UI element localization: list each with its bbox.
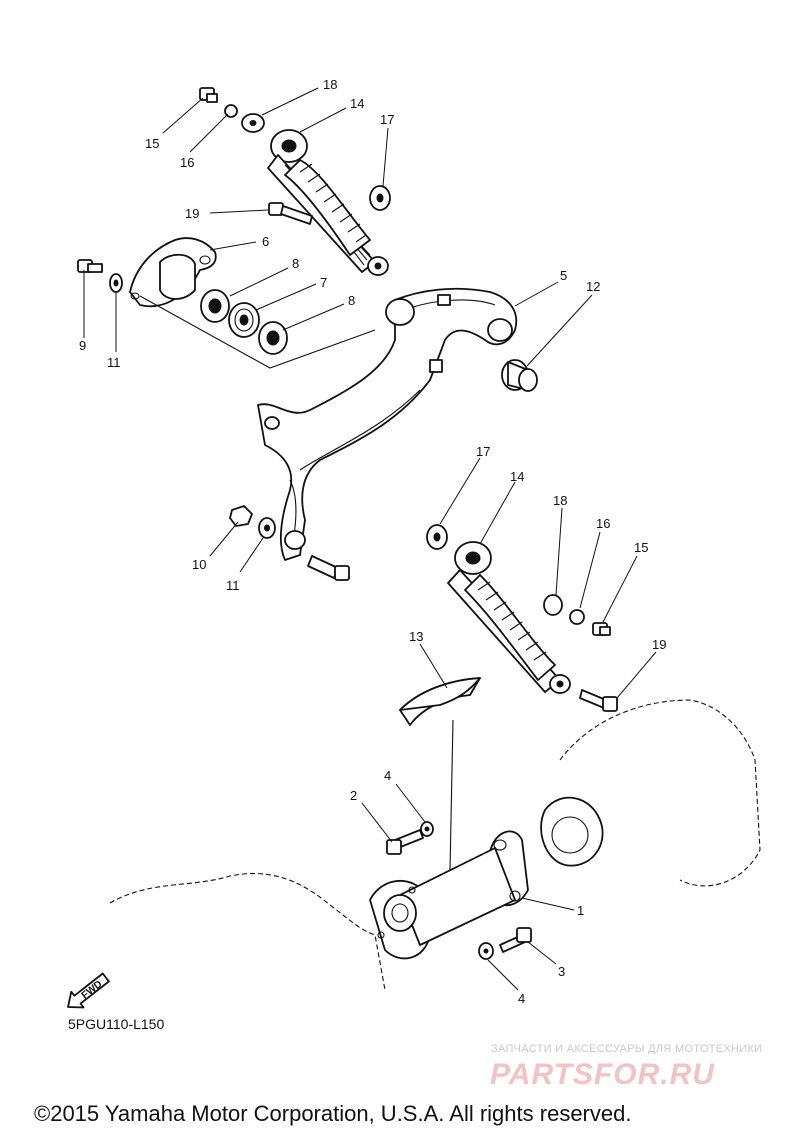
- forward-arrow-icon: FWD: [67, 972, 110, 1009]
- callout-4: 4: [384, 768, 391, 783]
- callout-17b: 17: [476, 444, 490, 459]
- callout-17: 17: [380, 112, 394, 127]
- callout-8: 8: [292, 256, 299, 271]
- callout-13: 13: [409, 629, 423, 644]
- callout-18b: 18: [553, 493, 567, 508]
- callout-12: 12: [586, 279, 600, 294]
- copyright-notice: ©2015 Yamaha Motor Corporation, U.S.A. A…: [34, 1101, 632, 1126]
- rear-arm: [257, 287, 518, 561]
- collar: [501, 359, 538, 392]
- callout-10: 10: [192, 557, 206, 572]
- callout-9: 9: [79, 338, 86, 353]
- arm-hardware: [229, 505, 350, 581]
- callout-19: 19: [185, 206, 199, 221]
- callout-1: 1: [577, 903, 584, 918]
- diagram-code: 5PGU110-L150: [68, 1016, 165, 1032]
- bracket-hardware: [77, 259, 123, 293]
- lower-hardware: [426, 524, 618, 712]
- callout-15b: 15: [634, 540, 648, 555]
- callout-5: 5: [560, 268, 567, 283]
- bracket-and-bearings: [129, 237, 376, 369]
- label-sticker: [399, 677, 481, 726]
- callout-18: 18: [323, 77, 337, 92]
- callout-14: 14: [350, 96, 364, 111]
- frame-outline: [109, 699, 761, 991]
- callout-8b: 8: [348, 293, 355, 308]
- callout-3: 3: [558, 964, 565, 979]
- callout-7: 7: [320, 275, 327, 290]
- callout-14b: 14: [510, 469, 524, 484]
- callout-11: 11: [107, 355, 121, 370]
- lower-shock-absorber: [447, 541, 571, 694]
- callout-numbers: 18 14 15 16 17 19 6 8 7 8 5 12 9 11 10 1…: [79, 77, 666, 1006]
- upper-shock-absorber: [267, 129, 389, 276]
- callout-16: 16: [180, 155, 194, 170]
- callout-4b: 4: [518, 991, 525, 1006]
- callout-15: 15: [145, 136, 159, 151]
- callout-19b: 19: [652, 637, 666, 652]
- callout-11b: 11: [226, 578, 240, 593]
- leader-lines: [83, 87, 657, 991]
- watermark-logo: PARTSFOR.RU: [490, 1058, 715, 1091]
- callout-16b: 16: [596, 516, 610, 531]
- watermark-tagline: ЗАПЧАСТИ И АКСЕССУАРЫ ДЛЯ МОТОТЕХНИКИ: [491, 1043, 763, 1055]
- callout-6: 6: [262, 234, 269, 249]
- callout-2: 2: [350, 788, 357, 803]
- engine-bracket: [369, 719, 532, 960]
